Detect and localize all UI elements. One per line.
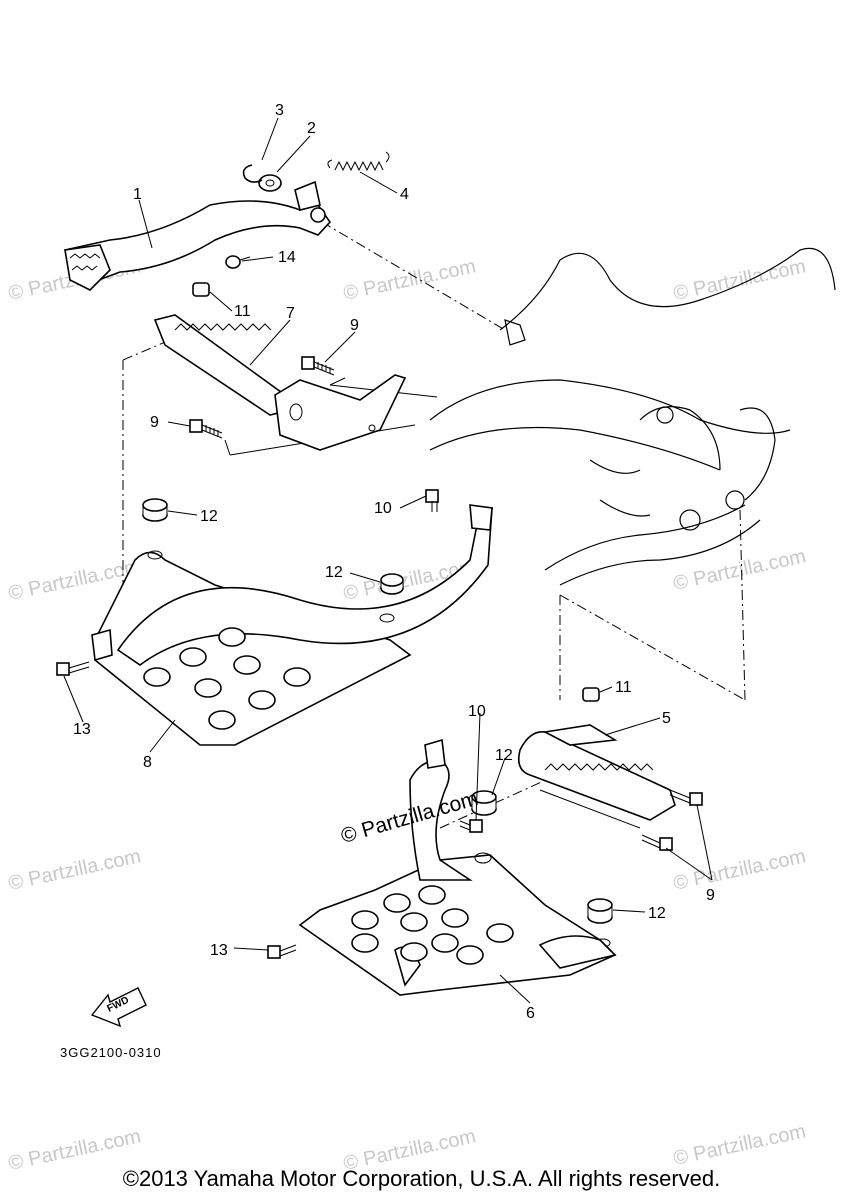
bolt-lower-1[interactable] bbox=[669, 789, 703, 806]
bolt-lower-2[interactable] bbox=[641, 834, 673, 851]
callout-14: 14 bbox=[278, 249, 296, 266]
grommet-upper-1[interactable] bbox=[142, 498, 168, 522]
grommet-lower-2[interactable] bbox=[587, 898, 613, 924]
callout-8: 8 bbox=[143, 754, 152, 771]
diagram-part-number: 3GG2100-0310 bbox=[60, 1045, 162, 1060]
footrest-right[interactable] bbox=[153, 314, 407, 451]
return-spring[interactable] bbox=[327, 151, 390, 172]
callout-12: 12 bbox=[495, 747, 513, 764]
footrest-guard-right[interactable] bbox=[91, 504, 493, 746]
screw-lower[interactable] bbox=[267, 944, 297, 959]
watermark: © Partzilla.com bbox=[671, 545, 807, 595]
callout-2: 2 bbox=[307, 120, 316, 137]
callout-7: 7 bbox=[286, 305, 295, 322]
nut-lower[interactable] bbox=[582, 687, 600, 702]
watermark: © Partzilla.com bbox=[341, 255, 477, 305]
callout-13: 13 bbox=[210, 942, 228, 959]
callout-4: 4 bbox=[400, 186, 409, 203]
callout-9: 9 bbox=[706, 887, 715, 904]
callout-9: 9 bbox=[350, 317, 359, 334]
callout-12: 12 bbox=[325, 564, 343, 581]
clevis-pin[interactable] bbox=[225, 255, 251, 269]
bolt-upper-2[interactable] bbox=[189, 419, 223, 439]
bolt-guard-lower[interactable] bbox=[459, 819, 483, 833]
footrest-guard-left[interactable] bbox=[298, 738, 617, 996]
callout-11: 11 bbox=[234, 303, 251, 320]
footrest-left[interactable] bbox=[517, 724, 676, 829]
circlip[interactable] bbox=[242, 164, 263, 183]
nut[interactable] bbox=[192, 282, 210, 297]
callout-6: 6 bbox=[526, 1005, 535, 1022]
callout-10: 10 bbox=[374, 500, 392, 517]
watermark: © Partzilla.com bbox=[6, 845, 142, 895]
leader-lines bbox=[63, 117, 713, 1004]
bolt-guard-upper[interactable] bbox=[425, 489, 439, 512]
callout-11: 11 bbox=[615, 679, 632, 696]
callout-12: 12 bbox=[200, 508, 218, 525]
watermark: © Partzilla.com bbox=[671, 1120, 807, 1170]
frame-outline bbox=[429, 247, 836, 586]
bolt-upper-1[interactable] bbox=[301, 356, 335, 376]
watermark: © Partzilla.com bbox=[671, 845, 807, 895]
copyright-notice: ©2013 Yamaha Motor Corporation, U.S.A. A… bbox=[122, 1166, 721, 1191]
callout-9: 9 bbox=[150, 414, 159, 431]
grommet-lower-1[interactable] bbox=[471, 790, 497, 816]
callout-3: 3 bbox=[275, 102, 284, 119]
callout-13: 13 bbox=[73, 721, 91, 738]
callout-10: 10 bbox=[468, 703, 486, 720]
brake-pedal[interactable] bbox=[63, 180, 332, 291]
washer[interactable] bbox=[258, 174, 282, 192]
grommet-upper-2[interactable] bbox=[380, 573, 404, 595]
watermark: © Partzilla.com bbox=[671, 255, 807, 305]
callout-labels: 3 2 4 1 14 11 7 9 9 12 10 12 13 8 10 12 … bbox=[73, 102, 715, 1022]
callout-5: 5 bbox=[662, 710, 671, 727]
callout-1: 1 bbox=[133, 186, 142, 203]
forward-arrow-icon: FWD bbox=[90, 987, 147, 1028]
callout-12: 12 bbox=[648, 905, 666, 922]
screw-upper[interactable] bbox=[56, 661, 90, 676]
